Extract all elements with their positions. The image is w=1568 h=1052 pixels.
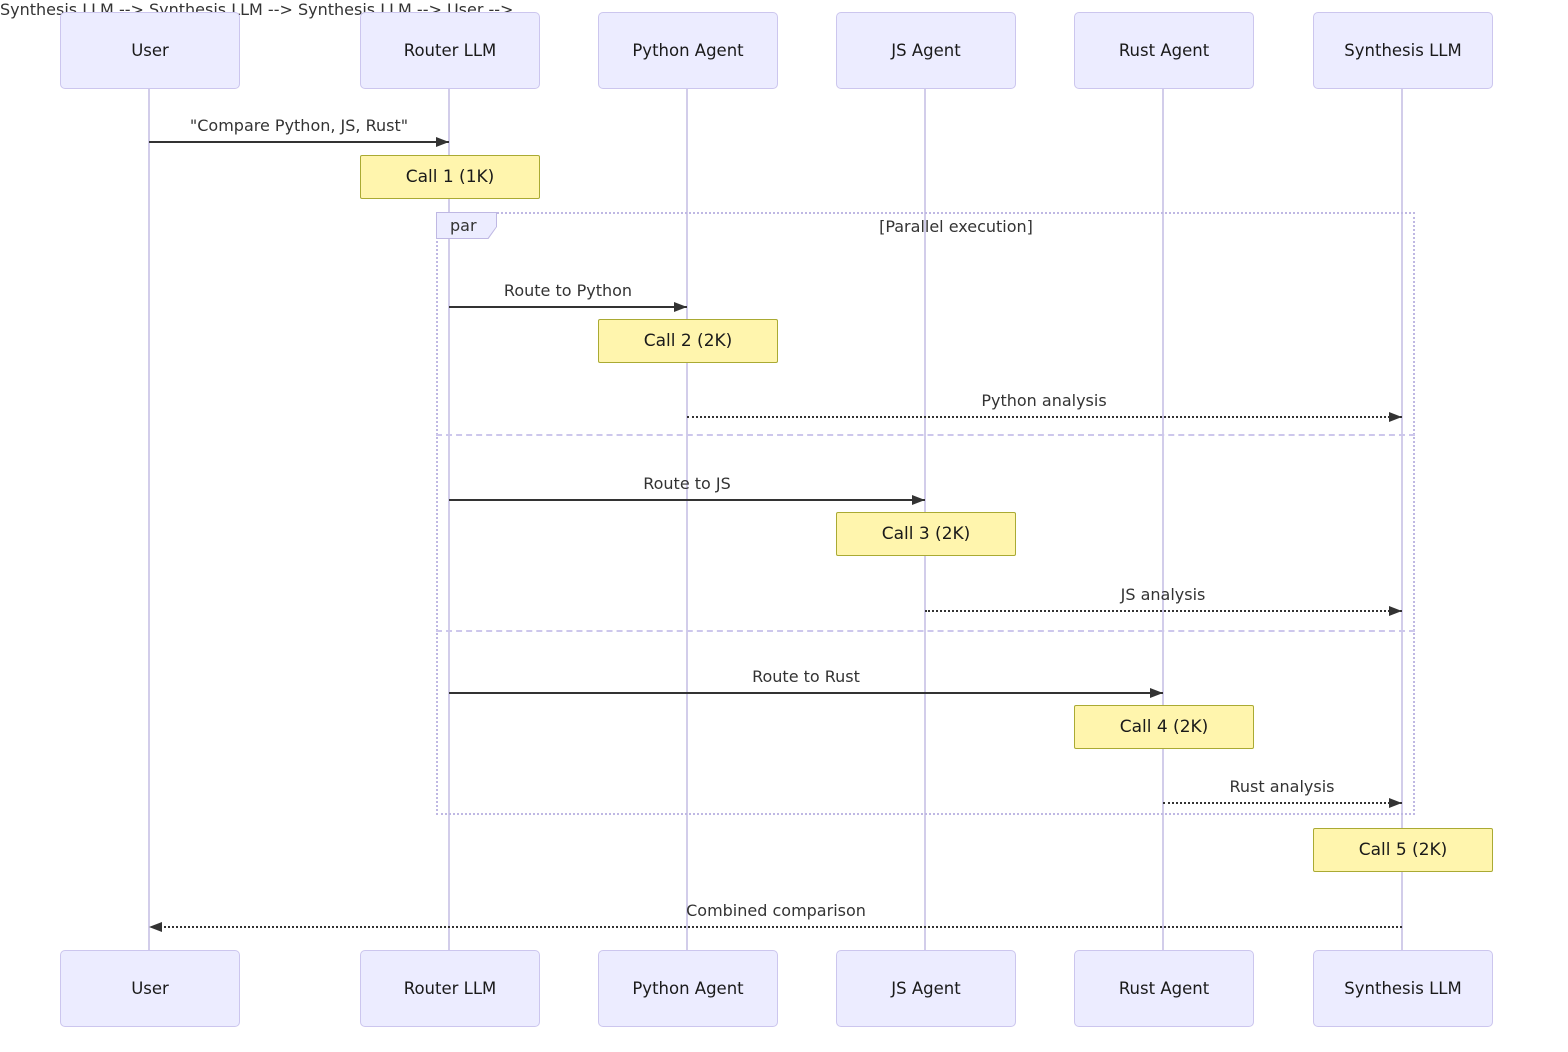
par-condition-label: [Parallel execution] (879, 217, 1033, 236)
message-line-python-analysis (687, 416, 1402, 418)
message-label-combined-comparison: Combined comparison (686, 901, 866, 920)
par-operator-label: par (437, 213, 496, 238)
actor-top-rust-agent: Rust Agent (1074, 12, 1254, 89)
actor-bottom-rust-agent: Rust Agent (1074, 950, 1254, 1027)
note-call-1: Call 1 (1K) (360, 155, 540, 199)
note-call-4: Call 4 (2K) (1074, 705, 1254, 749)
par-frame-divider (436, 630, 1415, 632)
arrowhead-icon (912, 495, 925, 505)
actor-bottom-js-agent: JS Agent (836, 950, 1016, 1027)
lifeline-rust-agent (1162, 89, 1164, 950)
actor-bottom-synthesis-llm: Synthesis LLM (1313, 950, 1493, 1027)
note-call-2: Call 2 (2K) (598, 319, 778, 363)
arrowhead-icon (1389, 606, 1402, 616)
note-call-5: Call 5 (2K) (1313, 828, 1493, 872)
message-line-js-analysis (925, 610, 1402, 612)
lifeline-user (148, 89, 150, 950)
lifeline-python-agent (686, 89, 688, 950)
message-line-route-to-js (449, 499, 925, 501)
message-label-python-analysis: Python analysis (981, 391, 1107, 410)
lifeline-synthesis-llm (1401, 89, 1403, 950)
actor-top-python-agent: Python Agent (598, 12, 778, 89)
message-line-rust-analysis (1163, 802, 1402, 804)
actor-bottom-user: User (60, 950, 240, 1027)
message-line-combined-comparison (152, 926, 1402, 928)
par-frame-divider (436, 434, 1415, 436)
arrowhead-icon (149, 922, 162, 932)
par-frame (436, 212, 1415, 815)
arrowhead-icon (1389, 798, 1402, 808)
message-line-route-to-rust (449, 692, 1163, 694)
message-line-route-to-python (449, 306, 687, 308)
arrowhead-icon (1150, 688, 1163, 698)
arrowhead-icon (436, 137, 449, 147)
message-label-route-to-python: Route to Python (503, 281, 633, 300)
arrowhead-icon (1389, 412, 1402, 422)
par-operator-tag: par (436, 212, 497, 239)
actor-top-synthesis-llm: Synthesis LLM (1313, 12, 1493, 89)
lifeline-router-llm (448, 89, 450, 950)
note-call-3: Call 3 (2K) (836, 512, 1016, 556)
message-label-rust-analysis: Rust analysis (1229, 777, 1335, 796)
actor-top-user: User (60, 12, 240, 89)
message-label-compare-request: "Compare Python, JS, Rust" (189, 116, 409, 135)
actor-bottom-python-agent: Python Agent (598, 950, 778, 1027)
actor-top-router-llm: Router LLM (360, 12, 540, 89)
actor-bottom-router-llm: Router LLM (360, 950, 540, 1027)
message-label-route-to-js: Route to JS (643, 474, 731, 493)
actor-top-js-agent: JS Agent (836, 12, 1016, 89)
message-label-route-to-rust: Route to Rust (752, 667, 860, 686)
arrowhead-icon (674, 302, 687, 312)
message-label-js-analysis: JS analysis (1120, 585, 1206, 604)
message-line-compare-request (149, 141, 449, 143)
